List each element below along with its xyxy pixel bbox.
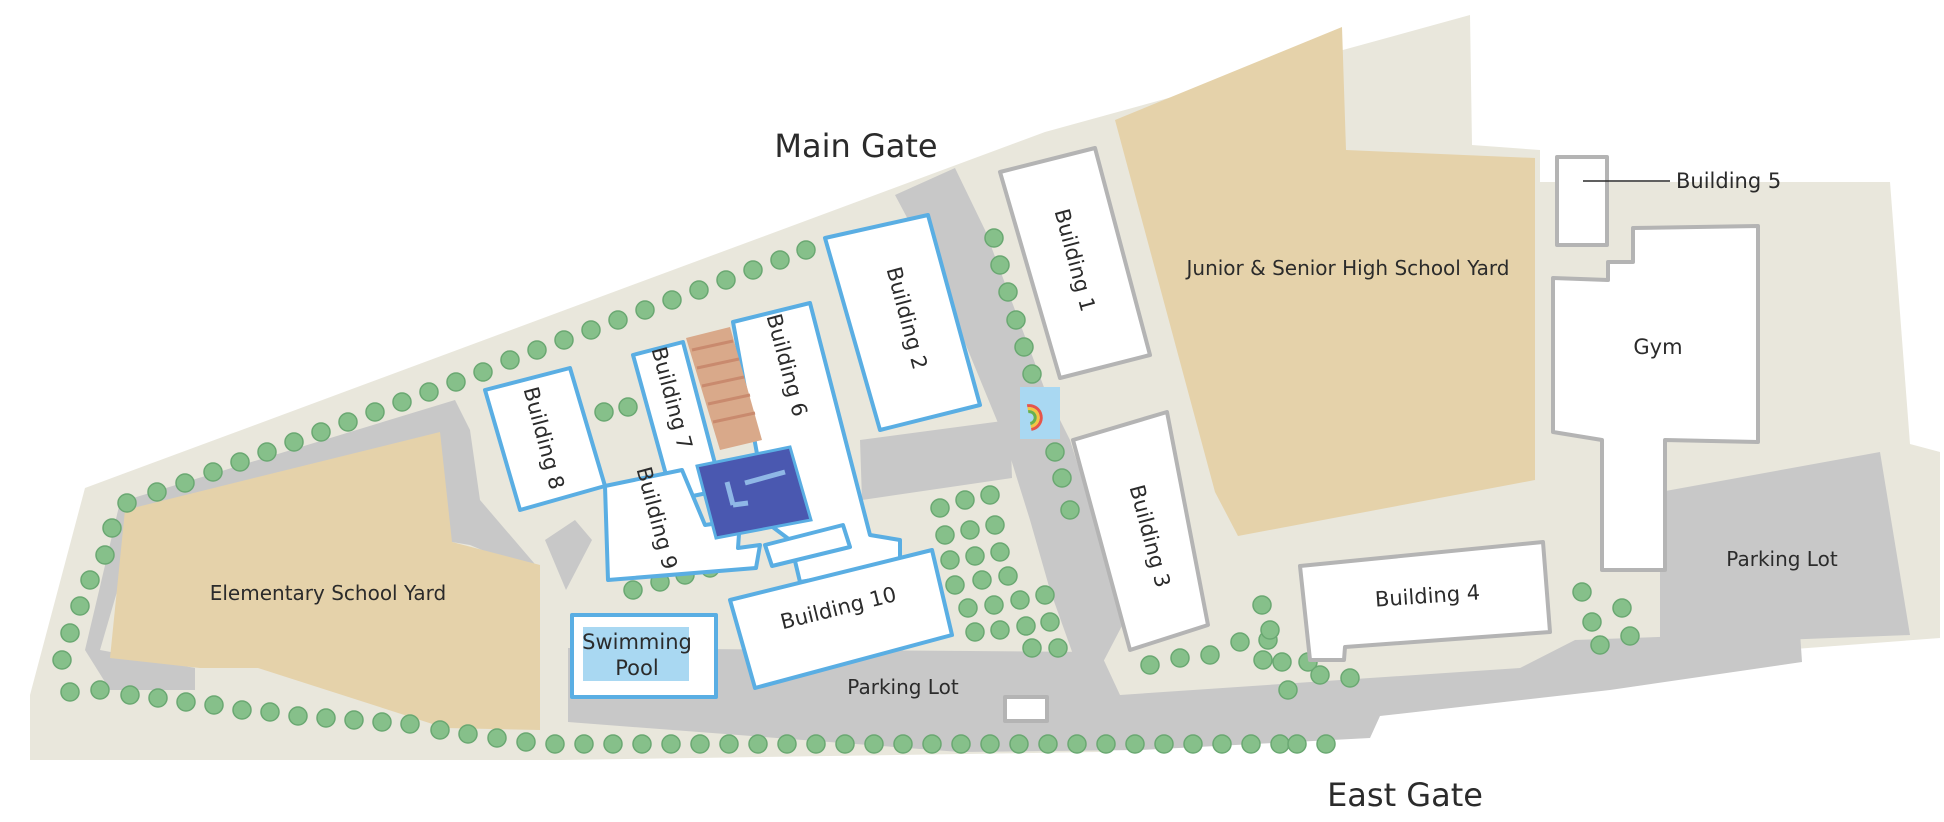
gym[interactable] [1551,224,1760,572]
roads [85,168,1910,752]
small-annex [763,523,852,568]
high-school-yard [1115,27,1535,536]
garden [686,327,762,450]
parking-lot-center-label: Parking Lot [847,675,959,699]
elementary-yard-label: Elementary School Yard [210,581,447,605]
building-5-label: Building 5 [1676,169,1781,193]
fountain [695,445,813,540]
secondary-buildings [998,146,1760,723]
building-5[interactable] [1555,155,1609,247]
building-4[interactable] [1298,540,1552,662]
parking-lot-east-label: Parking Lot [1726,547,1838,571]
small-shed [1003,695,1049,723]
swimming-pool-label-1: Swimming [582,630,692,654]
gym-label: Gym [1633,335,1682,359]
main-gate-label: Main Gate [774,127,937,165]
elementary-school-yard [110,432,540,730]
high-school-yard-label: Junior & Senior High School Yard [1185,256,1510,280]
building-3[interactable] [1071,410,1210,652]
building-2[interactable] [823,213,982,432]
east-gate-label: East Gate [1327,776,1483,814]
swimming-pool-water [583,627,689,681]
swimming-pool-label-2: Pool [615,656,658,680]
building-1[interactable] [998,146,1152,380]
building-10[interactable] [728,548,954,690]
trees [52,228,1640,754]
rainbow-sign [1020,387,1060,439]
building-9[interactable] [603,468,762,582]
